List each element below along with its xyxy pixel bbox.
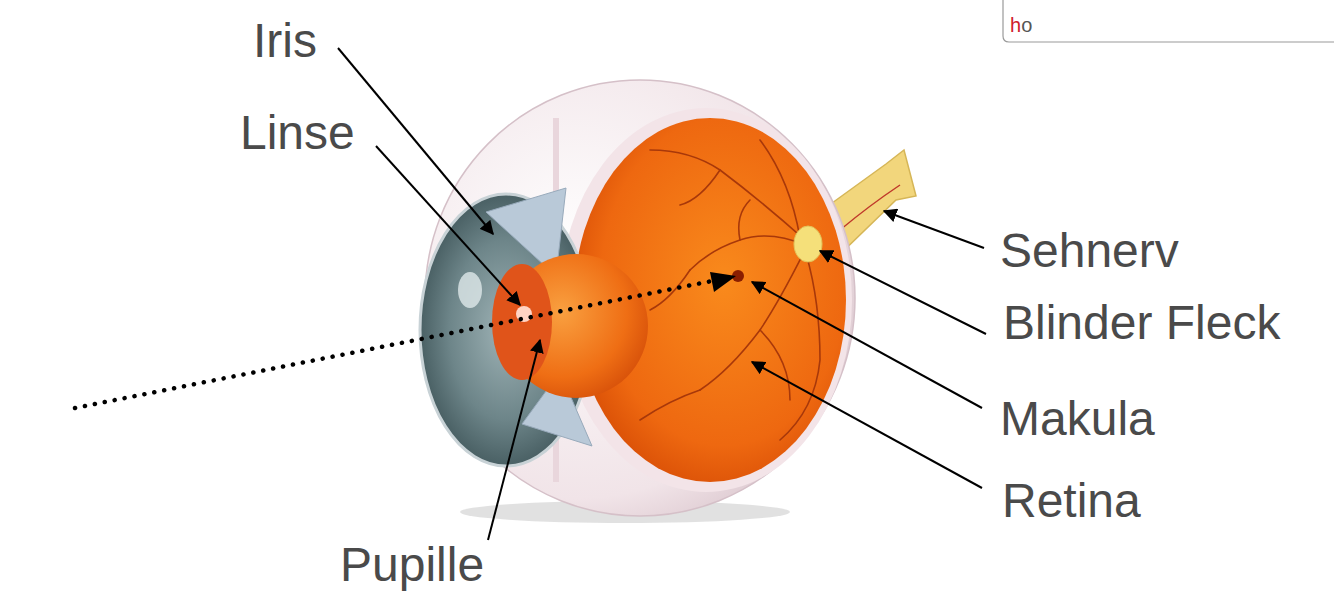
part-label: Retina <box>1002 477 1141 525</box>
cornea-highlight <box>458 272 482 308</box>
part-label: Pupille <box>340 541 484 589</box>
leader-lines <box>338 48 986 540</box>
logo-text: ho <box>1010 14 1032 36</box>
part-label: Blinder Fleck <box>1003 299 1280 347</box>
part-label: Iris <box>253 17 317 65</box>
optic-disc <box>794 226 822 262</box>
blood-vessels <box>640 140 820 440</box>
corner-panel <box>1003 0 1334 42</box>
part-label: Sehnerv <box>1000 227 1179 275</box>
nerve-vessel <box>840 185 900 230</box>
leader-line <box>752 362 982 488</box>
sight-arrowhead <box>710 272 736 292</box>
leader-line <box>752 282 982 408</box>
sight-line <box>75 281 712 408</box>
leader-line <box>488 340 540 540</box>
leader-line <box>820 251 986 334</box>
leader-line <box>376 146 520 305</box>
part-label: Linse <box>240 109 355 157</box>
part-label: Makula <box>1000 395 1155 443</box>
leader-line <box>884 211 984 248</box>
pupil-highlight <box>516 306 532 322</box>
leader-line <box>338 48 493 234</box>
